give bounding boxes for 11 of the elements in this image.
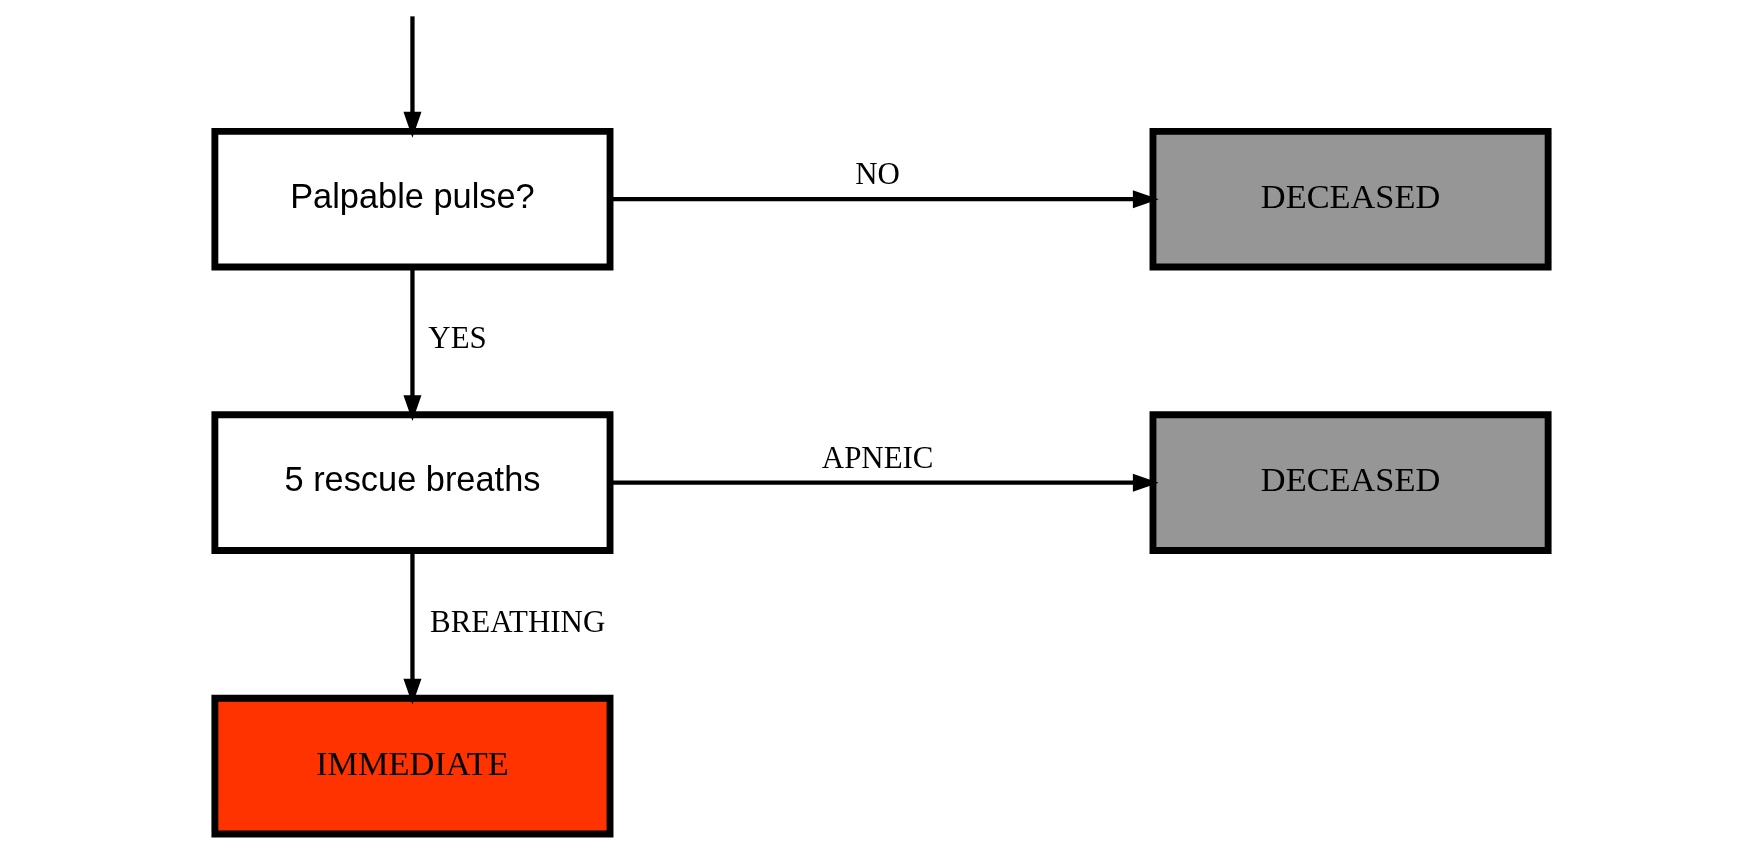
arrow <box>402 16 421 138</box>
edge-label: YES <box>427 320 487 356</box>
node-box: 5 rescue breaths <box>210 411 613 554</box>
node-box: IMMEDIATE <box>210 694 613 838</box>
node-box: DECEASED <box>1149 411 1552 554</box>
node-box: DECEASED <box>1149 127 1552 271</box>
edge-label: NO <box>854 156 900 192</box>
node-box: Palpable pulse? <box>210 127 613 271</box>
edge-label: APNEIC <box>821 439 933 475</box>
arrow <box>402 267 421 422</box>
edge-label: BREATHING <box>429 603 605 639</box>
